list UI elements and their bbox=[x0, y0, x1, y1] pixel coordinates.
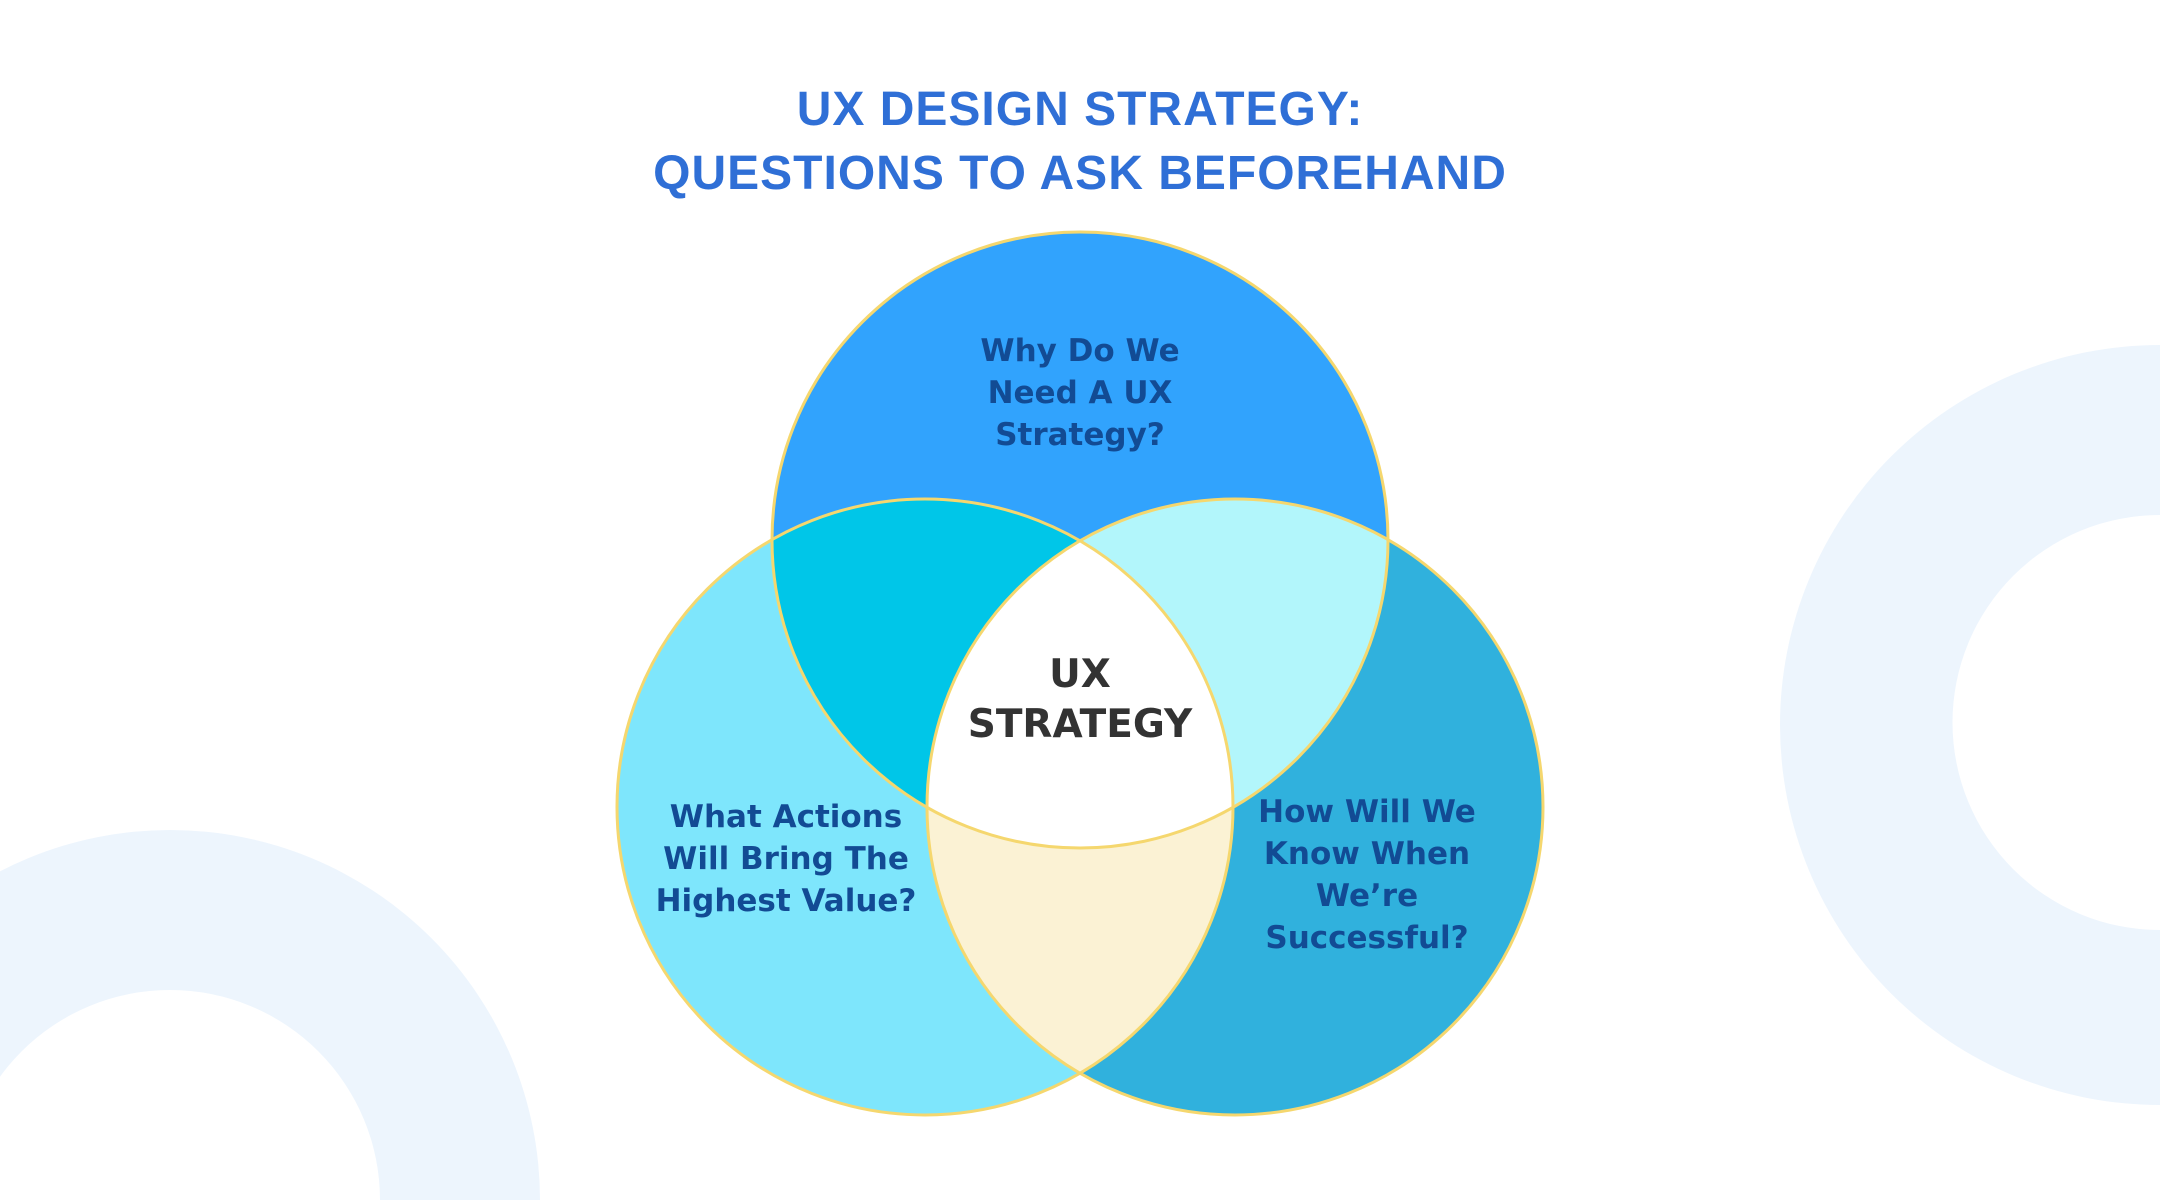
right-ring-decoration bbox=[1780, 345, 2160, 1105]
center-label: UX STRATEGY bbox=[930, 650, 1230, 750]
left-label-line-1: What Actions bbox=[669, 799, 903, 835]
top-label-line-1: Why Do We bbox=[980, 333, 1180, 369]
center-label-line-1: UX bbox=[1049, 652, 1111, 697]
left-circle-outline bbox=[615, 497, 1235, 1117]
right-circle-outline bbox=[925, 497, 1545, 1117]
top-label-line-2: Need A UX bbox=[987, 375, 1173, 411]
right-label-line-2: Know When bbox=[1263, 836, 1471, 872]
center-label-line-2: STRATEGY bbox=[967, 702, 1193, 747]
top-label-line-3: Strategy? bbox=[995, 417, 1165, 453]
left-circle-label: What Actions Will Bring The Highest Valu… bbox=[626, 796, 946, 922]
bottom-left-arc-decoration bbox=[0, 830, 540, 1200]
right-label-line-1: How Will We bbox=[1258, 794, 1476, 830]
center-overlap bbox=[927, 499, 1233, 848]
right-label-line-4: Successful? bbox=[1265, 920, 1469, 956]
right-circle-label: How Will We Know When We’re Successful? bbox=[1217, 791, 1517, 959]
right-label-line-3: We’re bbox=[1315, 878, 1419, 914]
top-circle-label: Why Do We Need A UX Strategy? bbox=[930, 330, 1230, 456]
left-label-line-3: Highest Value? bbox=[655, 883, 917, 919]
left-label-line-2: Will Bring The bbox=[663, 841, 909, 877]
page-title: UX DESIGN STRATEGY: QUESTIONS TO ASK BEF… bbox=[0, 78, 2160, 206]
title-line-2: QUESTIONS TO ASK BEFOREHAND bbox=[653, 147, 1507, 200]
title-line-1: UX DESIGN STRATEGY: bbox=[796, 83, 1364, 136]
